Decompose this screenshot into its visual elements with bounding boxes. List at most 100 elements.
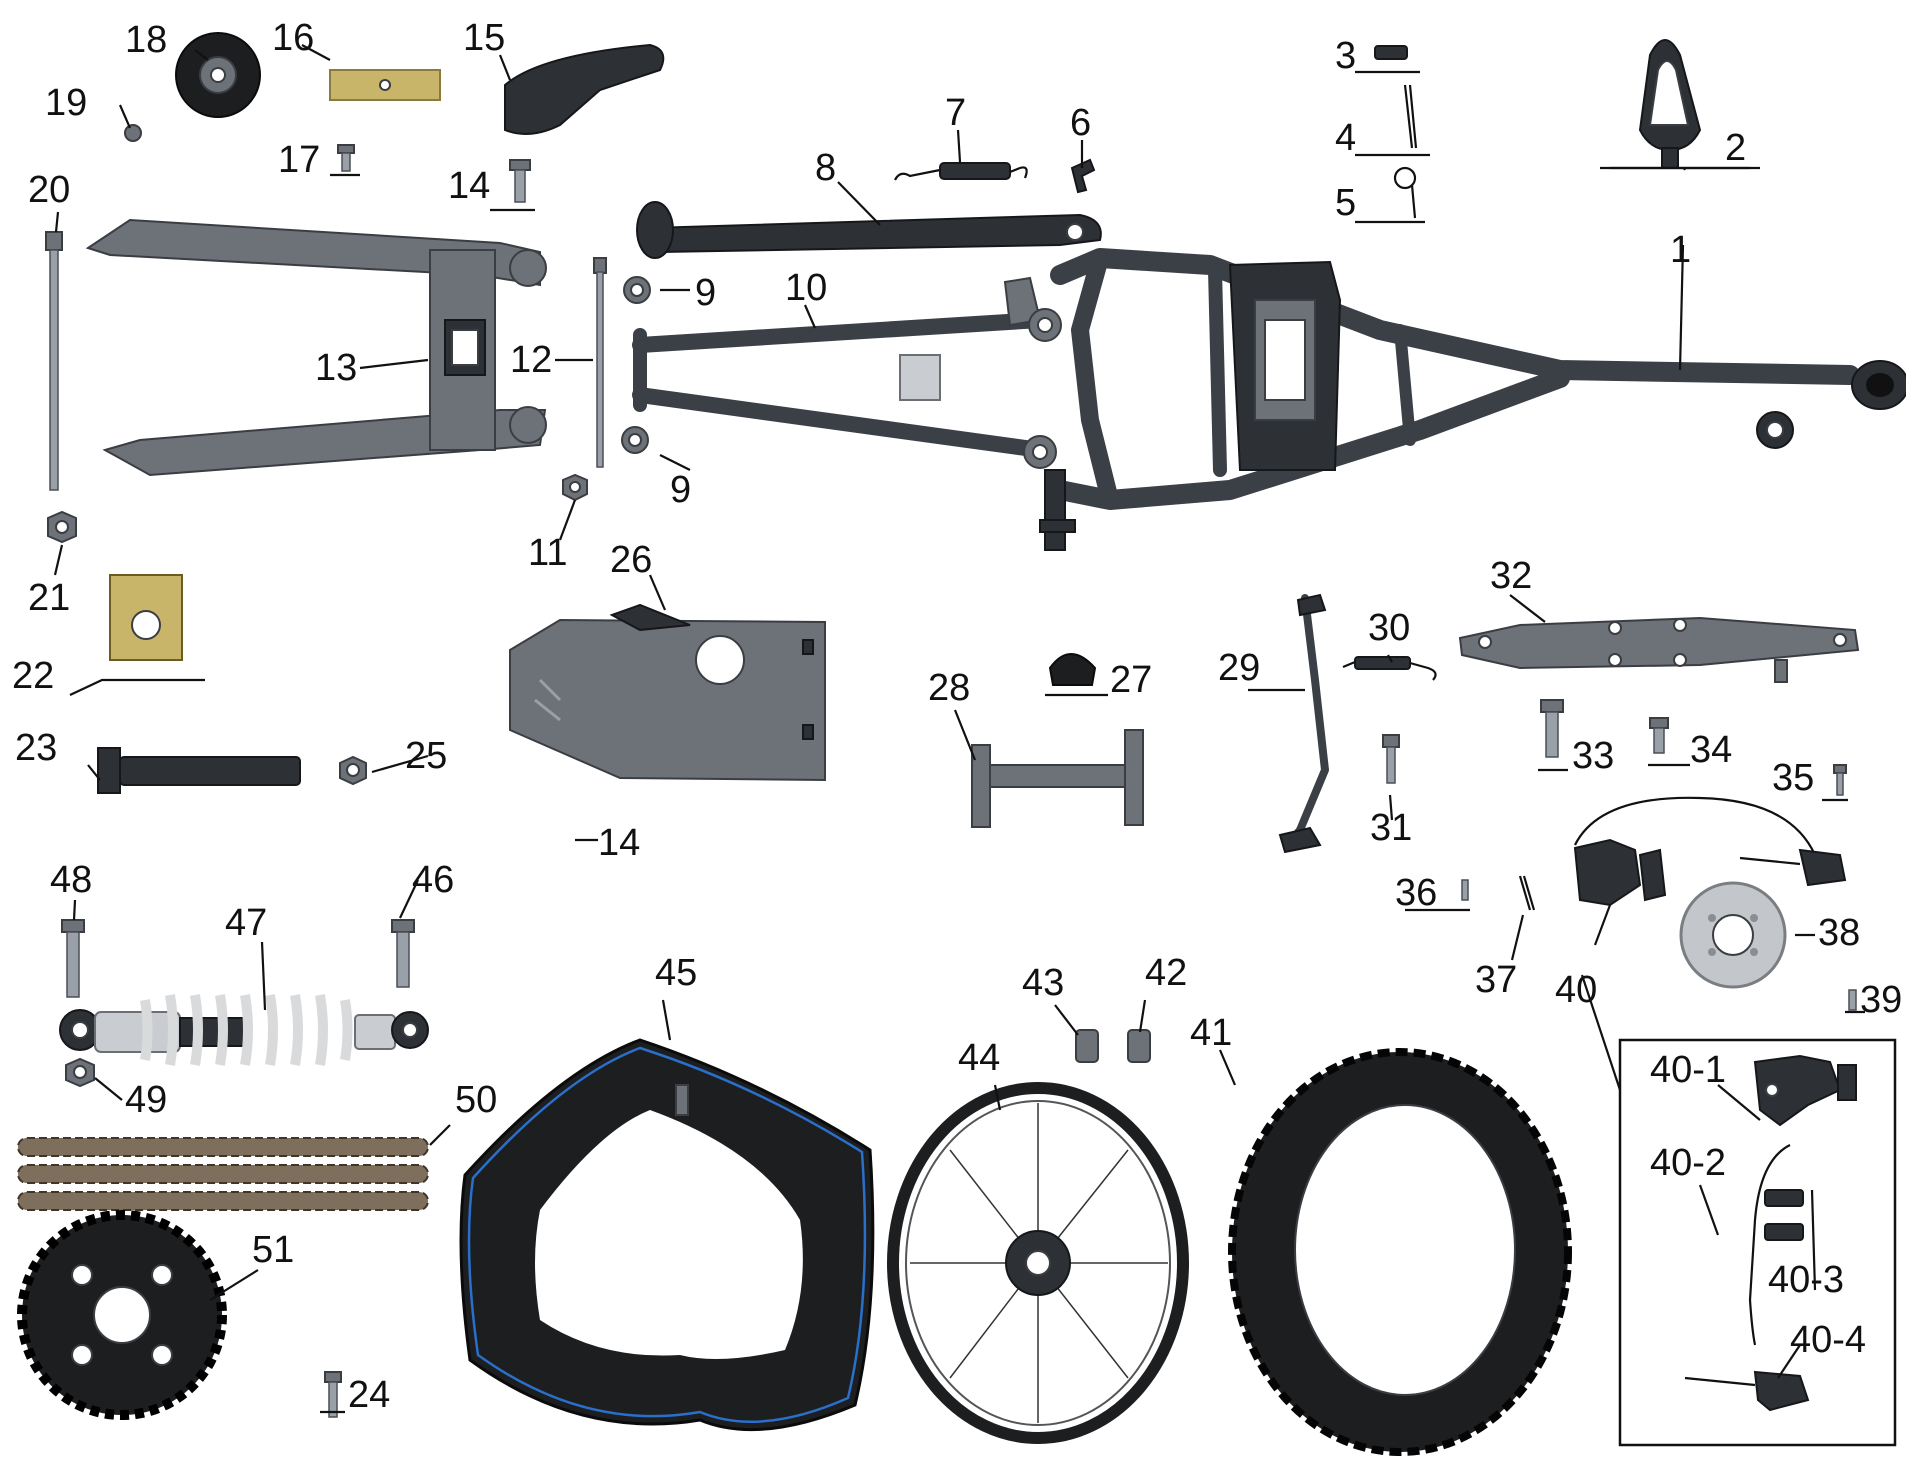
bolt-31 bbox=[1382, 734, 1400, 784]
adjuster-plate bbox=[329, 69, 441, 101]
callout-26: 26 bbox=[610, 539, 652, 581]
wheel-spacer-42 bbox=[1127, 1029, 1151, 1063]
callout-39: 39 bbox=[1860, 979, 1902, 1021]
cotter-pin-37 bbox=[1518, 875, 1536, 911]
kickstand-pin bbox=[1070, 158, 1096, 194]
brake-hose bbox=[1748, 1144, 1791, 1346]
callout-44: 44 bbox=[958, 1037, 1000, 1079]
callout-40-4: 40-4 bbox=[1790, 1319, 1866, 1361]
brake-disc bbox=[1679, 881, 1787, 989]
screw-17 bbox=[337, 144, 355, 172]
callout-17: 17 bbox=[278, 139, 320, 181]
callout-1: 1 bbox=[1670, 229, 1691, 271]
callout-40: 40 bbox=[1555, 969, 1597, 1011]
callout-15: 15 bbox=[463, 17, 505, 59]
bolt-33 bbox=[1540, 699, 1564, 758]
callout-33: 33 bbox=[1572, 735, 1614, 777]
skid-plate bbox=[509, 603, 826, 782]
chain-roller bbox=[175, 32, 261, 118]
callout-35: 35 bbox=[1772, 757, 1814, 799]
drive-chain bbox=[17, 1137, 429, 1211]
rear-shock-absorber bbox=[59, 994, 429, 1066]
footpeg bbox=[1638, 39, 1702, 169]
main-frame bbox=[1039, 248, 1906, 551]
callout-16: 16 bbox=[272, 17, 314, 59]
callout-22: 22 bbox=[12, 655, 54, 697]
callout-8: 8 bbox=[815, 147, 836, 189]
callout-3: 3 bbox=[1335, 35, 1356, 77]
callout-49: 49 bbox=[125, 1079, 167, 1121]
callout-18: 18 bbox=[125, 19, 167, 61]
caliper-body bbox=[1753, 1054, 1857, 1127]
footrest-bar bbox=[1458, 616, 1860, 683]
callout-40-1: 40-1 bbox=[1650, 1049, 1726, 1091]
callout-12: 12 bbox=[510, 339, 552, 381]
callout-36: 36 bbox=[1395, 872, 1437, 914]
callout-20: 20 bbox=[28, 169, 70, 211]
callout-40-3: 40-3 bbox=[1768, 1259, 1844, 1301]
screw-36 bbox=[1461, 879, 1469, 901]
nut-11 bbox=[562, 473, 588, 502]
callout-48: 48 bbox=[50, 859, 92, 901]
shock-bolt-upper bbox=[391, 919, 415, 988]
callout-23: 23 bbox=[15, 727, 57, 769]
nut-19 bbox=[124, 124, 142, 142]
callout-46: 46 bbox=[412, 859, 454, 901]
callout-28: 28 bbox=[928, 667, 970, 709]
rear-wheel-rim bbox=[887, 1082, 1189, 1444]
callout-25: 25 bbox=[405, 735, 447, 777]
callout-51: 51 bbox=[252, 1229, 294, 1271]
callout-37: 37 bbox=[1475, 959, 1517, 1001]
callout-40-2: 40-2 bbox=[1650, 1142, 1726, 1184]
rubber-bump bbox=[1048, 653, 1097, 686]
callout-10: 10 bbox=[785, 267, 827, 309]
callout-2: 2 bbox=[1725, 127, 1746, 169]
brake-pedal bbox=[1278, 593, 1329, 854]
callout-38: 38 bbox=[1818, 912, 1860, 954]
callout-41: 41 bbox=[1190, 1012, 1232, 1054]
chain-guide bbox=[504, 43, 665, 135]
bolt-34 bbox=[1649, 717, 1669, 754]
master-cylinder bbox=[1684, 1370, 1810, 1412]
kickstand-spring bbox=[894, 162, 1028, 181]
bolt-23 bbox=[97, 747, 301, 794]
brake-spring bbox=[1342, 656, 1437, 681]
callout-14a: 14 bbox=[448, 165, 490, 207]
callout-5: 5 bbox=[1335, 182, 1356, 224]
inner-tube bbox=[459, 1038, 875, 1432]
callout-9b: 9 bbox=[670, 469, 691, 511]
callout-30: 30 bbox=[1368, 607, 1410, 649]
callout-29: 29 bbox=[1218, 647, 1260, 689]
callout-24: 24 bbox=[348, 1374, 390, 1416]
callout-34: 34 bbox=[1690, 729, 1732, 771]
washer-upper bbox=[623, 276, 651, 304]
shock-bolt-lower bbox=[61, 919, 85, 998]
bolt-14-upper bbox=[509, 159, 531, 203]
callout-4: 4 bbox=[1335, 117, 1356, 159]
callout-13: 13 bbox=[315, 347, 357, 389]
callout-19: 19 bbox=[45, 82, 87, 124]
wheel-spacer-43 bbox=[1075, 1029, 1099, 1063]
callout-50: 50 bbox=[455, 1079, 497, 1121]
cotter-pin bbox=[1403, 84, 1418, 149]
caliper-detail-inset bbox=[1618, 1038, 1897, 1447]
kickstand bbox=[636, 201, 1102, 259]
callout-27: 27 bbox=[1110, 659, 1152, 701]
rear-sprocket bbox=[17, 1210, 227, 1420]
callout-31: 31 bbox=[1370, 807, 1412, 849]
rear-tire bbox=[1228, 1048, 1572, 1456]
callout-11: 11 bbox=[528, 532, 567, 574]
bolt-24 bbox=[324, 1371, 342, 1418]
axle-spacer-bracket bbox=[971, 729, 1144, 828]
axle-bolt-20 bbox=[45, 231, 63, 491]
leader-lines bbox=[53, 44, 1865, 1414]
callout-47: 47 bbox=[225, 902, 267, 944]
callout-14b: 14 bbox=[598, 822, 640, 864]
nut-25 bbox=[339, 755, 367, 786]
brake-caliper-assembly bbox=[1573, 796, 1847, 907]
callout-7: 7 bbox=[945, 92, 966, 134]
callout-32: 32 bbox=[1490, 555, 1532, 597]
screw-35 bbox=[1833, 764, 1847, 796]
callout-42: 42 bbox=[1145, 952, 1187, 994]
